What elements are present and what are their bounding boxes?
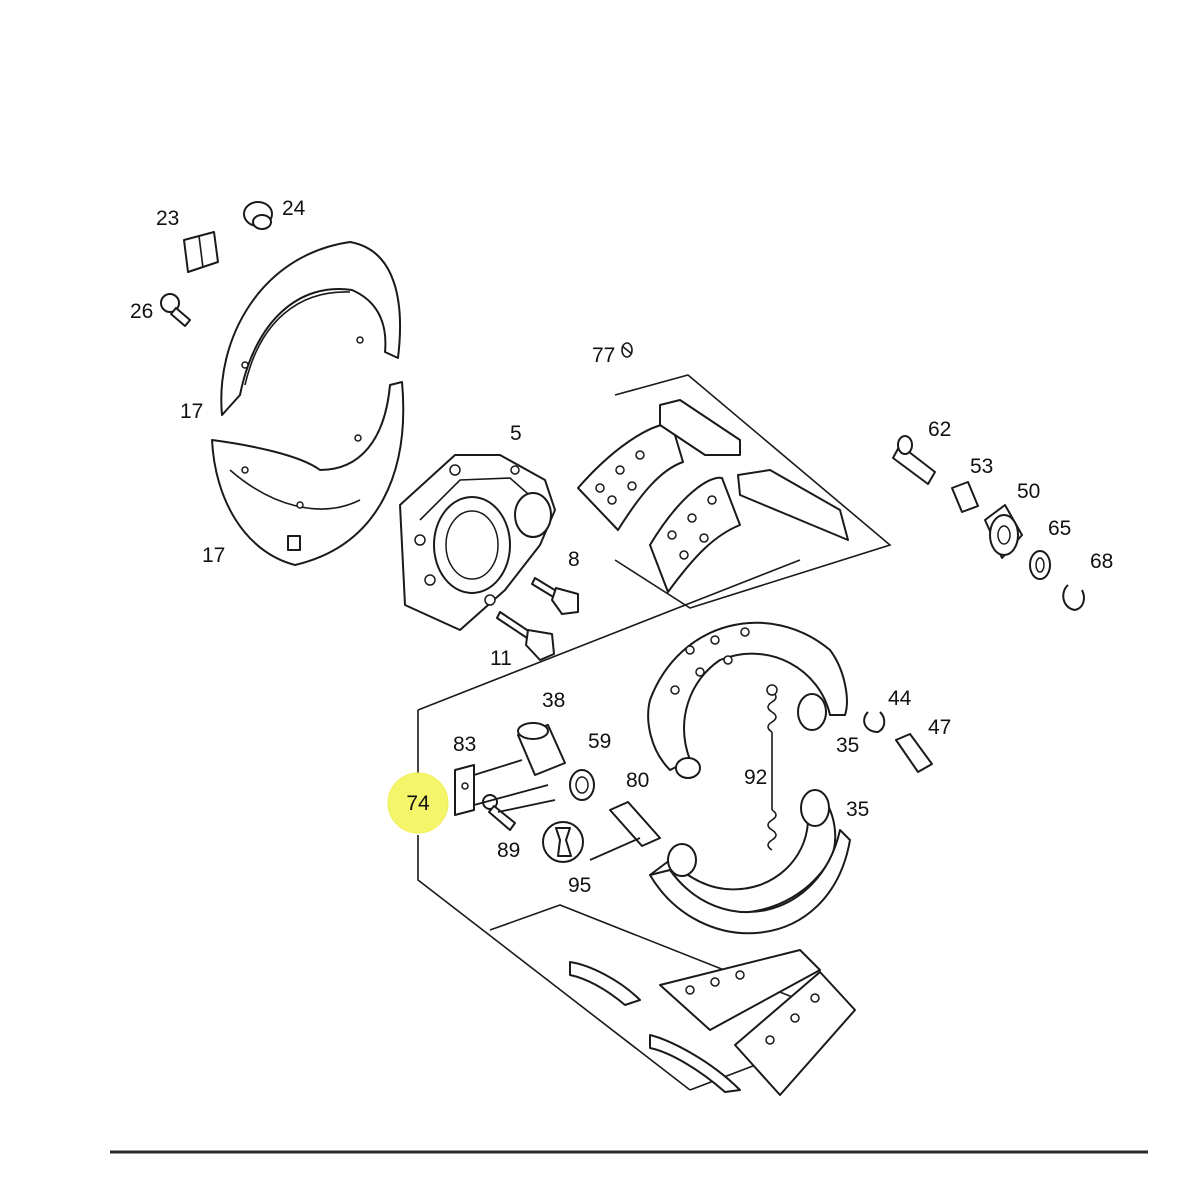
circlip-part-68 bbox=[1062, 584, 1085, 611]
lining-set-panel bbox=[577, 374, 892, 609]
callout-label-89: 89 bbox=[497, 839, 520, 862]
callout-label-50: 50 bbox=[1017, 480, 1040, 503]
bolt-part-8 bbox=[531, 577, 579, 615]
callout-label-59: 59 bbox=[588, 730, 611, 753]
pin-part-80 bbox=[609, 801, 661, 847]
spanner-part-95 bbox=[542, 821, 584, 863]
pin-part-44 bbox=[863, 711, 886, 733]
sleeve-part-53 bbox=[951, 481, 979, 513]
callout-label-95: 95 bbox=[568, 874, 591, 897]
callout-label-35-upper: 35 bbox=[836, 734, 859, 757]
callout-label-17-upper: 17 bbox=[180, 400, 203, 423]
callout-label-77: 77 bbox=[592, 344, 615, 367]
ring-icon bbox=[621, 342, 633, 358]
callout-label-23: 23 bbox=[156, 207, 179, 230]
backing-plate-upper bbox=[220, 241, 401, 416]
roller-part-50 bbox=[984, 504, 1023, 559]
callout-label-11: 11 bbox=[490, 647, 512, 670]
plug-part bbox=[243, 201, 273, 230]
clip-part bbox=[183, 231, 219, 273]
callout-label-65: 65 bbox=[1048, 517, 1071, 540]
bush-part-38 bbox=[517, 722, 566, 776]
callout-label-5: 5 bbox=[510, 422, 522, 445]
brake-shoe-upper bbox=[647, 621, 848, 779]
callout-label-62: 62 bbox=[928, 418, 951, 441]
bolt-part-11 bbox=[496, 611, 555, 661]
callout-label-68: 68 bbox=[1090, 550, 1113, 573]
spring-part-92 bbox=[766, 684, 778, 851]
pin-part-47 bbox=[895, 733, 933, 773]
callout-label-35-lower: 35 bbox=[846, 798, 869, 821]
pin-part-62 bbox=[892, 435, 936, 485]
callout-label-53: 53 bbox=[970, 455, 993, 478]
backing-plate-lower bbox=[211, 381, 405, 566]
washer-part-59 bbox=[569, 769, 595, 801]
lower-lining-set bbox=[489, 904, 856, 1096]
callout-label-83: 83 bbox=[453, 733, 476, 756]
bolt-part-26 bbox=[160, 293, 191, 327]
callout-label-26: 26 bbox=[130, 300, 153, 323]
callout-label-80: 80 bbox=[626, 769, 649, 792]
leader-lines bbox=[473, 759, 641, 861]
callout-label-92: 92 bbox=[744, 766, 767, 789]
callout-label-8: 8 bbox=[568, 548, 580, 571]
callout-label-47: 47 bbox=[928, 716, 951, 739]
callout-label-38: 38 bbox=[542, 689, 565, 712]
carrier-body bbox=[399, 454, 556, 631]
callout-label-17-lower: 17 bbox=[202, 544, 225, 567]
highlight-callout[interactable]: 74 bbox=[387, 772, 449, 834]
callout-label-44: 44 bbox=[888, 687, 912, 710]
callout-label-74: 74 bbox=[406, 792, 430, 815]
brake-shoe-lower bbox=[649, 789, 851, 935]
plate-part-83 bbox=[454, 764, 475, 816]
callout-label-24: 24 bbox=[282, 197, 306, 220]
washer-part-65 bbox=[1029, 550, 1051, 580]
